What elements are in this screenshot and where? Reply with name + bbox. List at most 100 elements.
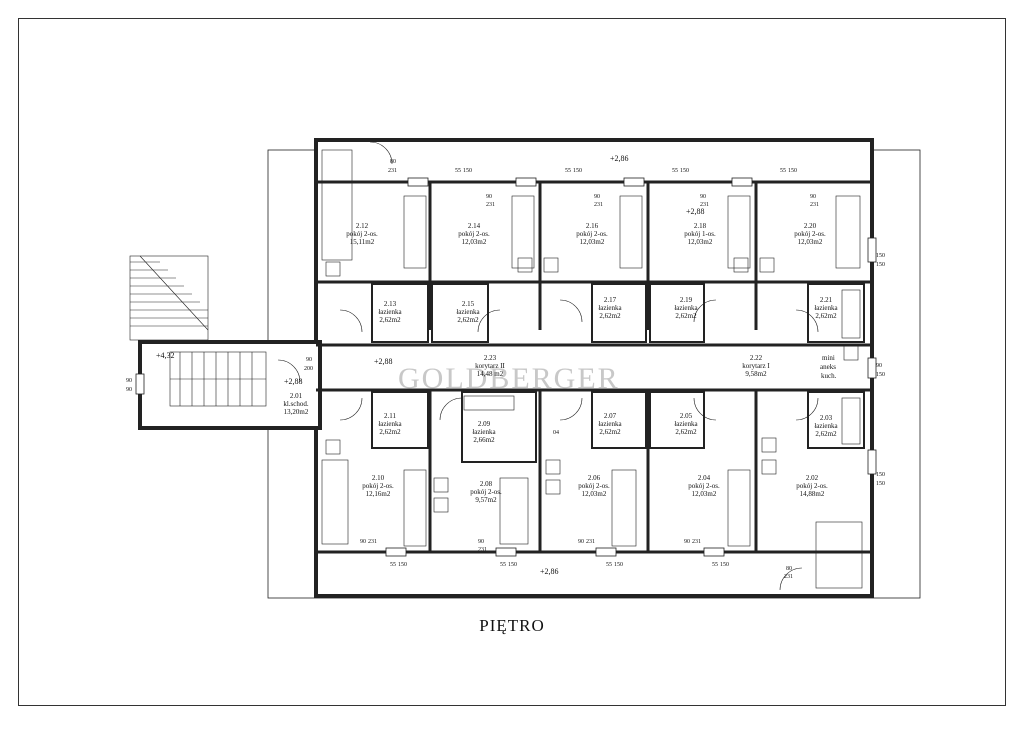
dim-window-55c: 55 bbox=[672, 168, 678, 174]
dim-door-231: 231 bbox=[388, 168, 397, 174]
dim-bot-231c: 231 bbox=[586, 539, 595, 545]
room-r212-name: pokój 2-os. bbox=[346, 230, 378, 238]
room-r201-area: 13,20m2 bbox=[284, 408, 309, 416]
dim-door-90-214: 90 bbox=[486, 194, 492, 200]
dim-bot-80: 80 bbox=[786, 566, 792, 572]
dim-bot-90c: 90 bbox=[578, 539, 584, 545]
dim-window-150c: 150 bbox=[680, 168, 689, 174]
dim-door-80: 80 bbox=[390, 159, 396, 165]
dim-stair-90: 90 bbox=[306, 357, 312, 363]
room-r212-area: 15,11m2 bbox=[350, 238, 375, 246]
room-r206-name: pokój 2-os. bbox=[578, 482, 610, 490]
room-r221-area: 2,62m2 bbox=[815, 312, 837, 320]
room-r222-name: korytarz I bbox=[742, 362, 770, 370]
dim-window-150d: 150 bbox=[788, 168, 797, 174]
dim-door-231-214: 231 bbox=[486, 202, 495, 208]
room-r218-area: 12,03m2 bbox=[688, 238, 713, 246]
room-r211-area: 2,62m2 bbox=[379, 428, 401, 436]
dim-left-90a: 90 bbox=[126, 378, 132, 384]
room-r223-name: korytarz II bbox=[475, 362, 505, 370]
room-r214-name: pokój 2-os. bbox=[458, 230, 490, 238]
dim-door-231-220: 231 bbox=[810, 202, 819, 208]
room-r207-name: łazienka bbox=[598, 420, 622, 428]
level-marker-stair-lower: +2,88 bbox=[284, 377, 303, 386]
room-r206-area: 12,03m2 bbox=[582, 490, 607, 498]
drawing-frame bbox=[18, 18, 1006, 706]
room-r201-name: kl.schod. bbox=[283, 400, 309, 408]
dim-right-150b: 150 bbox=[876, 262, 885, 268]
room-r223-num: 2.23 bbox=[484, 354, 497, 362]
dim-bot-55b: 55 bbox=[500, 562, 506, 568]
dimension-labels: 80 231 55 150 55 150 55 150 55 150 90 23… bbox=[126, 159, 885, 580]
room-r210-area: 12,16m2 bbox=[366, 490, 391, 498]
dim-bot-55d: 55 bbox=[712, 562, 718, 568]
dim-right-150d: 150 bbox=[876, 481, 885, 487]
room-r213-area: 2,62m2 bbox=[379, 316, 401, 324]
dim-door-90-216: 90 bbox=[594, 194, 600, 200]
dim-right-150c: 150 bbox=[876, 472, 885, 478]
dim-bot-55c: 55 bbox=[606, 562, 612, 568]
room-r210-name: pokój 2-os. bbox=[362, 482, 394, 490]
dim-bot-231b: 231 bbox=[478, 547, 487, 553]
room-r208-name: pokój 2-os. bbox=[470, 488, 502, 496]
room-r220-num: 2.20 bbox=[804, 222, 817, 230]
level-marker-corridor: +2,88 bbox=[374, 357, 393, 366]
room-r203-num: 2.03 bbox=[820, 414, 833, 422]
room-r217-area: 2,62m2 bbox=[599, 312, 621, 320]
dim-right-150a: 150 bbox=[876, 253, 885, 259]
room-r205-area: 2,62m2 bbox=[675, 428, 697, 436]
room-r211-num: 2.11 bbox=[384, 412, 396, 420]
dim-bot-90d: 90 bbox=[684, 539, 690, 545]
room-r219-name: łazienka bbox=[674, 304, 698, 312]
room-r221-name: łazienka bbox=[814, 304, 838, 312]
kitchenette-label-1: mini bbox=[822, 354, 835, 362]
level-marker-stair: +4,32 bbox=[156, 351, 175, 360]
building-outline bbox=[314, 138, 874, 598]
room-r221-num: 2.21 bbox=[820, 296, 833, 304]
room-r216-name: pokój 2-os. bbox=[576, 230, 608, 238]
bottom-row-walls bbox=[316, 388, 872, 554]
dim-window-55d: 55 bbox=[780, 168, 786, 174]
dim-door-231-218: 231 bbox=[700, 202, 709, 208]
dim-bot-55a: 55 bbox=[390, 562, 396, 568]
level-marker-top: +2,86 bbox=[610, 154, 629, 163]
dim-door-90-218: 90 bbox=[700, 194, 706, 200]
room-r209-area: 2,66m2 bbox=[473, 436, 495, 444]
dim-bot-90a: 90 bbox=[360, 539, 366, 545]
watermark-text: GOLDBERGER bbox=[398, 362, 620, 395]
room-r207-num: 2.07 bbox=[604, 412, 617, 420]
room-r212-num: 2.12 bbox=[356, 222, 369, 230]
dim-bot-90b: 90 bbox=[478, 539, 484, 545]
room-r208-area: 9,57m2 bbox=[475, 496, 497, 504]
dim-door-90-220: 90 bbox=[810, 194, 816, 200]
internal-stair bbox=[169, 351, 267, 407]
room-r223-area: 14,48 m2 bbox=[477, 370, 504, 378]
room-r222-num: 2.22 bbox=[750, 354, 763, 362]
level-marker-bottom: +2,86 bbox=[540, 567, 559, 576]
room-r205-num: 2.05 bbox=[680, 412, 693, 420]
dim-stair-200: 200 bbox=[304, 366, 313, 372]
room-r217-num: 2.17 bbox=[604, 296, 617, 304]
windows bbox=[135, 177, 877, 557]
room-r210-num: 2.10 bbox=[372, 474, 385, 482]
dim-right-90: 90 bbox=[876, 363, 882, 369]
room-r204-area: 12,03m2 bbox=[692, 490, 717, 498]
dim-bot-231e: 231 bbox=[784, 574, 793, 580]
plan-title: PIĘTRO bbox=[479, 616, 545, 635]
dim-window-150: 150 bbox=[463, 168, 472, 174]
kitchenette-label-2: aneks bbox=[820, 363, 836, 371]
room-r209-name: łazienka bbox=[472, 428, 496, 436]
dim-bot-150c: 150 bbox=[614, 562, 623, 568]
bottom-bathrooms bbox=[371, 391, 865, 463]
room-r220-area: 12,03m2 bbox=[798, 238, 823, 246]
room-r217-name: łazienka bbox=[598, 304, 622, 312]
room-r202-num: 2.02 bbox=[806, 474, 819, 482]
room-r203-area: 2,62m2 bbox=[815, 430, 837, 438]
room-r215-num: 2.15 bbox=[462, 300, 475, 308]
room-r214-num: 2.14 bbox=[468, 222, 481, 230]
dim-04: 04 bbox=[553, 430, 559, 436]
room-r203-name: łazienka bbox=[814, 422, 838, 430]
room-r218-num: 2.18 bbox=[694, 222, 707, 230]
